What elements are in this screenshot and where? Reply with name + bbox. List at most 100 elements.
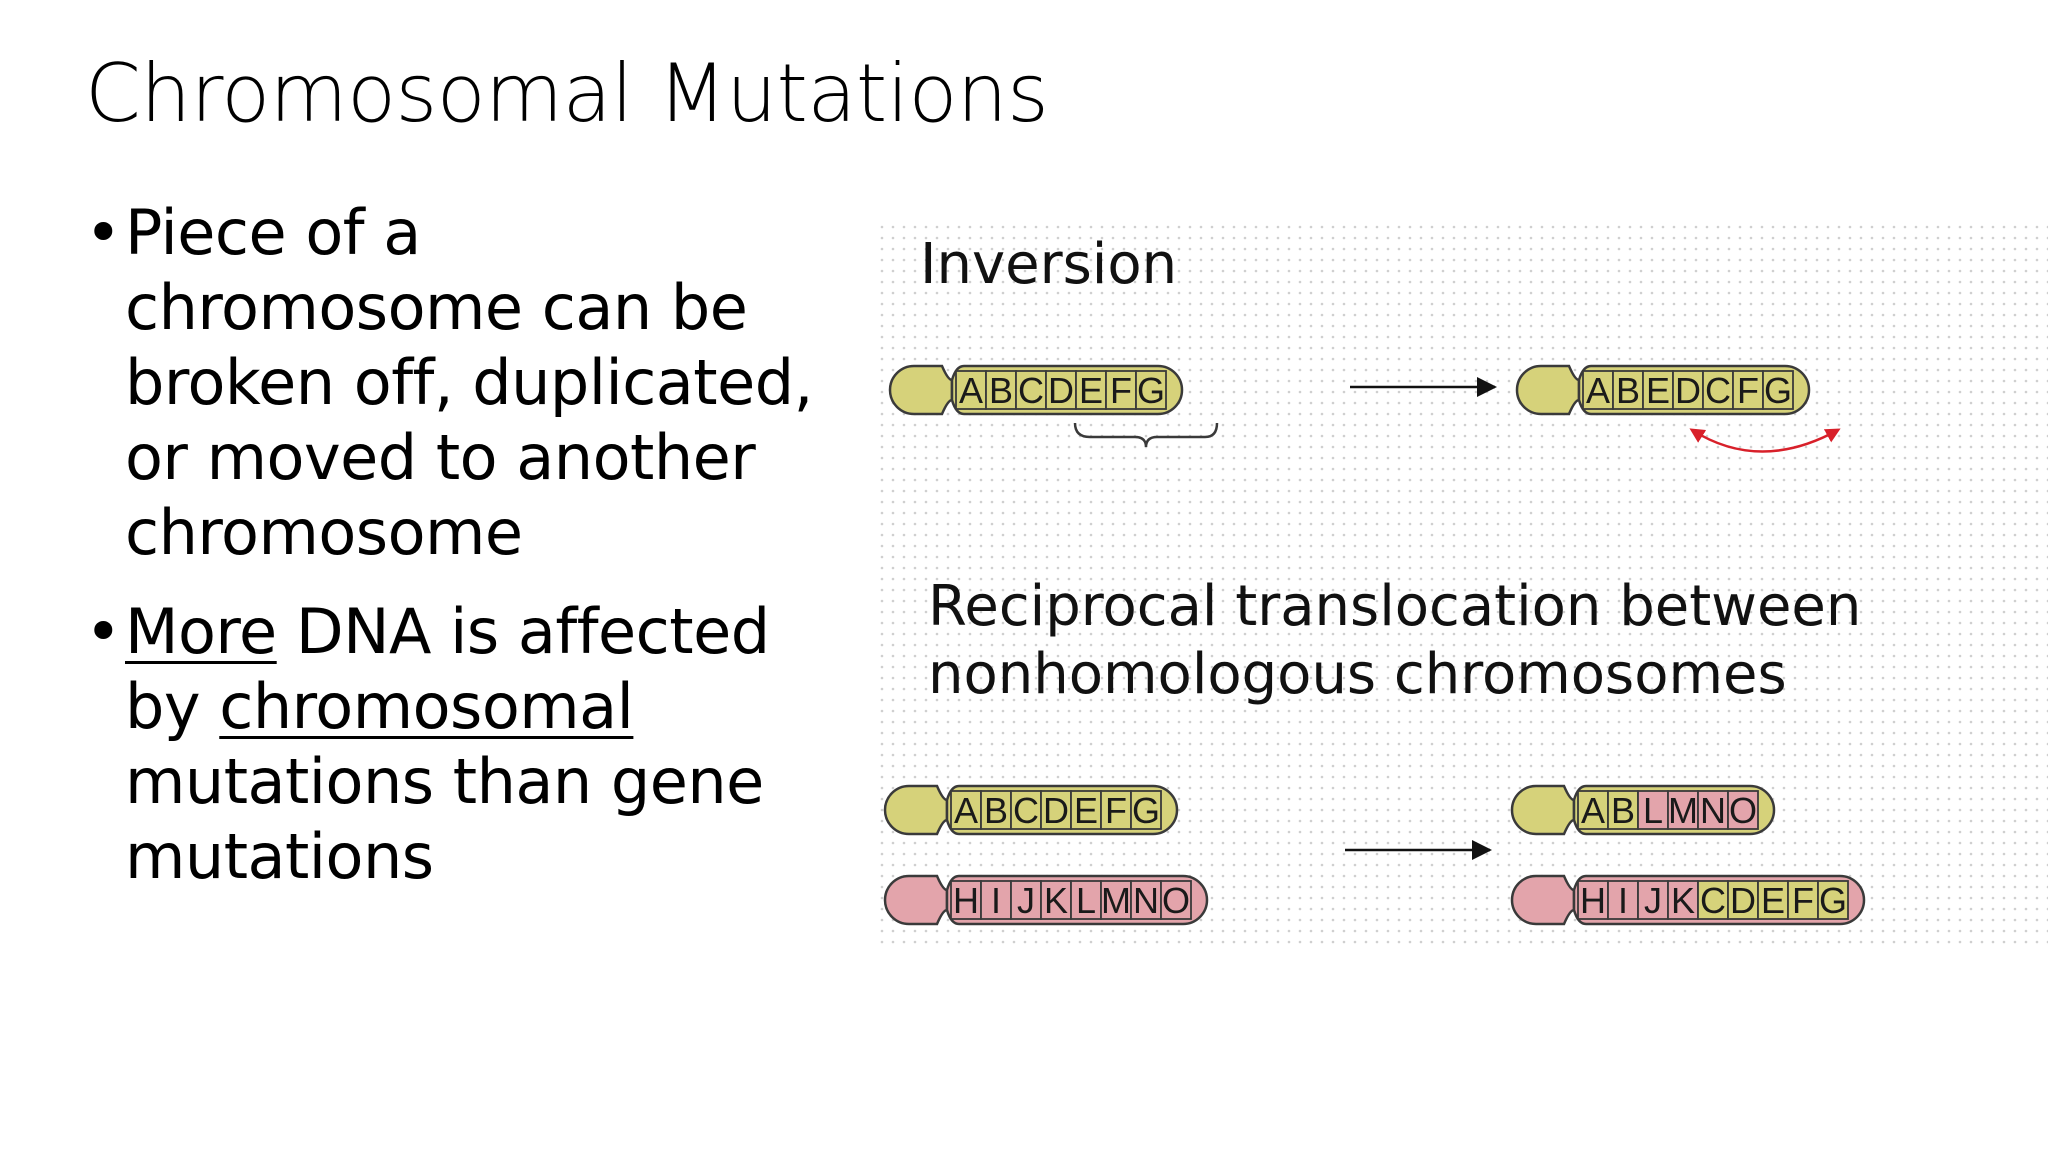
bullet-text-fragment: mutations than gene mutations — [125, 745, 764, 893]
chromosome-short-arm — [1510, 874, 1576, 926]
gene-label-b: B — [989, 370, 1013, 411]
gene-label-a: A — [1586, 370, 1610, 411]
gene-label-f: F — [1110, 370, 1132, 411]
gene-segment-b — [980, 790, 1012, 830]
gene-label-f: F — [1105, 790, 1127, 831]
gene-label-g: G — [1819, 880, 1847, 921]
gene-segment-c — [1010, 790, 1042, 830]
gene-label-i: I — [1618, 880, 1628, 921]
gene-label-l: L — [1076, 880, 1096, 921]
chromosome-short-arm — [1515, 364, 1581, 416]
chromosome-short-arm — [883, 784, 949, 836]
bullet-dot-icon: • — [85, 595, 122, 668]
gene-segment-j — [1010, 880, 1042, 920]
gene-label-c: C — [1700, 880, 1726, 921]
gene-segment-c — [1702, 370, 1734, 410]
gene-label-i: I — [991, 880, 1001, 921]
chromosome-short-arm — [1510, 784, 1576, 836]
chromosome-short-arm — [888, 364, 954, 416]
gene-label-f: F — [1737, 370, 1759, 411]
gene-label-g: G — [1137, 370, 1165, 411]
gene-label-e: E — [1761, 880, 1785, 921]
gene-label-e: E — [1646, 370, 1670, 411]
translocation-label-line2: nonhomologous chromosomes — [928, 642, 1787, 707]
gene-segment-d — [1045, 370, 1077, 410]
inverted-segment-brace — [1073, 422, 1219, 448]
gene-segment-c — [1015, 370, 1047, 410]
gene-label-o: O — [1729, 790, 1757, 831]
inversion-swap-arc — [1689, 428, 1841, 453]
gene-segment-i — [1607, 880, 1639, 920]
gene-label-d: D — [1043, 790, 1069, 831]
bullet-text-fragment: DNA is affected by — [125, 595, 770, 743]
gene-label-h: H — [953, 880, 979, 921]
gene-label-j: J — [1017, 880, 1035, 921]
gene-label-c: C — [1013, 790, 1039, 831]
gene-label-f: F — [1792, 880, 1814, 921]
gene-label-a: A — [1581, 790, 1605, 831]
gene-segment-f — [1100, 790, 1132, 830]
gene-segment-c — [1697, 880, 1729, 920]
chromosome-short-arm — [883, 874, 949, 926]
bullet-item-1: • Piece of a chromosome can be broken of… — [85, 195, 825, 570]
gene-label-l: L — [1643, 790, 1663, 831]
gene-label-m: M — [1101, 880, 1131, 921]
gene-label-n: N — [1133, 880, 1159, 921]
gene-label-n: N — [1700, 790, 1726, 831]
gene-label-b: B — [1611, 790, 1635, 831]
gene-label-g: G — [1764, 370, 1792, 411]
gene-segment-g — [1762, 370, 1794, 410]
gene-segment-o — [1160, 880, 1192, 920]
gene-label-d: D — [1048, 370, 1074, 411]
inversion-label: Inversion — [920, 232, 1177, 297]
gene-label-c: C — [1705, 370, 1731, 411]
gene-segment-o — [1727, 790, 1759, 830]
gene-segment-a — [1582, 370, 1614, 410]
gene-segment-m — [1100, 880, 1132, 920]
bullet-list: • Piece of a chromosome can be broken of… — [85, 195, 825, 918]
gene-label-e: E — [1074, 790, 1098, 831]
slide-title: Chromosomal Mutations — [85, 47, 1049, 140]
gene-label-a: A — [959, 370, 983, 411]
gene-segment-i — [980, 880, 1012, 920]
gene-label-j: J — [1644, 880, 1662, 921]
emphasis-chromosomal: chromosomal — [219, 670, 634, 743]
gene-label-d: D — [1730, 880, 1756, 921]
gene-label-c: C — [1018, 370, 1044, 411]
bullet-item-2: • More DNA is affected by chromosomal mu… — [85, 594, 825, 894]
translocation-label-line1: Reciprocal translocation between — [928, 574, 1861, 639]
gene-segment-g — [1135, 370, 1167, 410]
gene-label-k: K — [1671, 880, 1695, 921]
bullet-text: Piece of a chromosome can be broken off,… — [125, 196, 813, 569]
gene-segment-k — [1040, 880, 1072, 920]
bullet-dot-icon: • — [85, 196, 122, 269]
gene-segment-a — [1577, 790, 1609, 830]
gene-segment-a — [955, 370, 987, 410]
gene-label-b: B — [1616, 370, 1640, 411]
gene-segment-j — [1637, 880, 1669, 920]
gene-segment-e — [1642, 370, 1674, 410]
gene-label-k: K — [1044, 880, 1068, 921]
gene-label-b: B — [984, 790, 1008, 831]
gene-label-e: E — [1079, 370, 1103, 411]
gene-segment-l — [1637, 790, 1669, 830]
gene-label-m: M — [1668, 790, 1698, 831]
gene-label-o: O — [1162, 880, 1190, 921]
gene-segment-d — [1040, 790, 1072, 830]
gene-segment-e — [1757, 880, 1789, 920]
gene-segment-g — [1817, 880, 1849, 920]
gene-segment-f — [1105, 370, 1137, 410]
gene-segment-f — [1732, 370, 1764, 410]
gene-segment-b — [985, 370, 1017, 410]
gene-label-a: A — [954, 790, 978, 831]
gene-label-g: G — [1132, 790, 1160, 831]
gene-label-h: H — [1580, 880, 1606, 921]
